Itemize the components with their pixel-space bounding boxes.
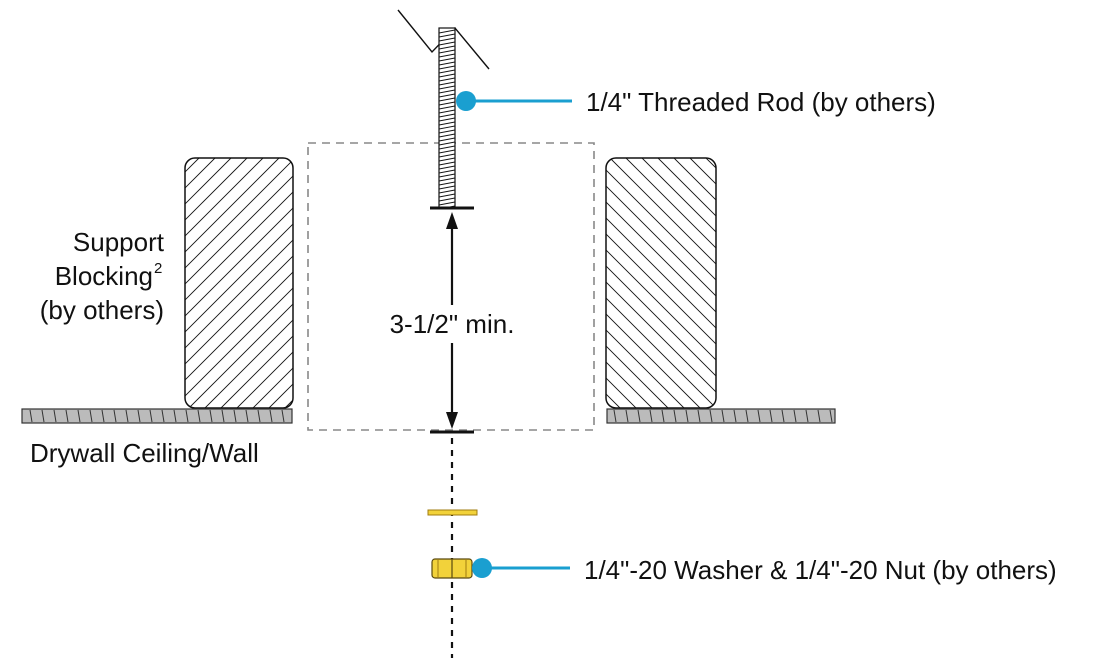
callout-washer-nut	[472, 558, 570, 578]
drywall-left	[21, 408, 293, 424]
nut	[431, 558, 473, 579]
support-block-right	[605, 157, 717, 409]
support-block-left	[184, 157, 294, 409]
label-drywall: Drywall Ceiling/Wall	[30, 438, 259, 468]
label-support-line2: Blocking	[55, 261, 153, 291]
washer	[427, 509, 478, 516]
block-hatch-right	[606, 158, 716, 408]
callout-threaded-rod	[456, 91, 572, 111]
dimension-label: 3-1/2" min.	[390, 309, 515, 339]
label-threaded-rod: 1/4" Threaded Rod (by others)	[586, 87, 936, 117]
label-support-superscript: 2	[154, 260, 162, 277]
label-washer-nut: 1/4"-20 Washer & 1/4"-20 Nut (by others)	[584, 555, 1057, 585]
drywall-right	[606, 408, 836, 424]
label-support-line1: Support	[73, 227, 165, 257]
dimension-label-bg	[382, 305, 522, 343]
block-hatch-left	[185, 158, 293, 408]
label-support-line3: (by others)	[40, 295, 164, 325]
threaded-rod	[438, 27, 456, 209]
